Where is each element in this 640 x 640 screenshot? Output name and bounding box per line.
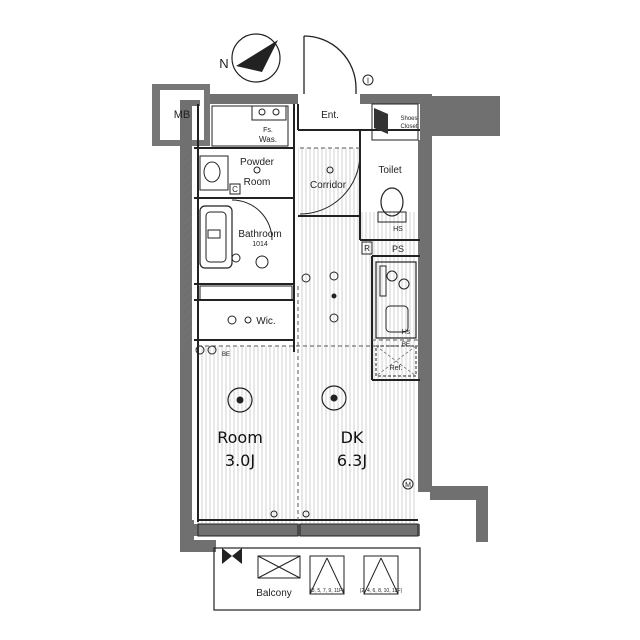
mb-block (152, 84, 210, 146)
room-name-label: Room (217, 428, 263, 447)
kitchen: Hs Ref. (375, 261, 417, 377)
ref-label: Ref. (390, 365, 403, 372)
dk-name-label: DK (341, 428, 364, 447)
m-mark-text: M (405, 482, 411, 489)
ps-label: PS (392, 244, 404, 254)
wic-label: Wic. (256, 316, 275, 327)
r-mark: R (364, 244, 370, 253)
entrance-door (303, 35, 357, 94)
shoes-closet: Shoes Closet (371, 103, 419, 141)
be-left-label: BE (222, 352, 230, 358)
room-floor (196, 346, 296, 528)
balcony-drain-icon (222, 548, 242, 564)
washer-area: Fs. Was. (211, 105, 289, 147)
door-mark-text: I (367, 77, 369, 86)
bathroom-size-label: 1014 (252, 241, 268, 248)
toilet: Toilet HS (377, 165, 407, 233)
compass-icon: N (219, 33, 281, 83)
shoes-closet-label-1: Shoes (400, 116, 417, 122)
powder-label: Powder (240, 157, 275, 168)
m-marker: M (402, 478, 414, 490)
windows-bottom (197, 510, 419, 537)
toilet-label: Toilet (378, 165, 402, 176)
powder-room-label: Room (244, 177, 271, 188)
ps-area: R PS (361, 241, 404, 255)
ceiling-lights (227, 271, 347, 413)
c-mark: C (232, 185, 238, 194)
dk-size-label: 6.3J (337, 451, 367, 470)
mb-label: MB (174, 109, 191, 121)
fs-label: Fs. (263, 127, 273, 134)
balcony: (3, 5, 7, 9, 11F) (2, 4, 6, 8, 10, 12F) … (213, 547, 421, 611)
room-size-label: 3.0J (225, 451, 255, 470)
circle-i-marker: I (362, 74, 374, 86)
corridor-label: Corridor (310, 180, 347, 191)
floors-right-label: (2, 4, 6, 8, 10, 12F) (360, 588, 403, 594)
balcony-label: Balcony (256, 588, 292, 599)
dk-floor (300, 212, 416, 528)
shoes-closet-label-2: Closet (400, 124, 417, 130)
left-hatch (180, 150, 192, 350)
bathroom-label: Bathroom (238, 229, 281, 240)
be-right-label: BE (402, 342, 410, 348)
outlets-left: BE (195, 345, 230, 358)
compass-north-text: N (219, 56, 228, 71)
powder-room: C Powder Room (199, 155, 275, 195)
kitchen-hs-label: Hs (402, 329, 411, 336)
corridor: Corridor (299, 153, 361, 215)
entrance-label: Ent. (321, 110, 339, 121)
walk-in-closet: Wic. (199, 285, 293, 327)
bathroom: Bathroom 1014 (199, 199, 282, 269)
washer-label: Was. (259, 135, 277, 144)
floors-left-label: (3, 5, 7, 9, 11F) (310, 588, 344, 594)
toilet-hs-label: HS (393, 226, 403, 233)
